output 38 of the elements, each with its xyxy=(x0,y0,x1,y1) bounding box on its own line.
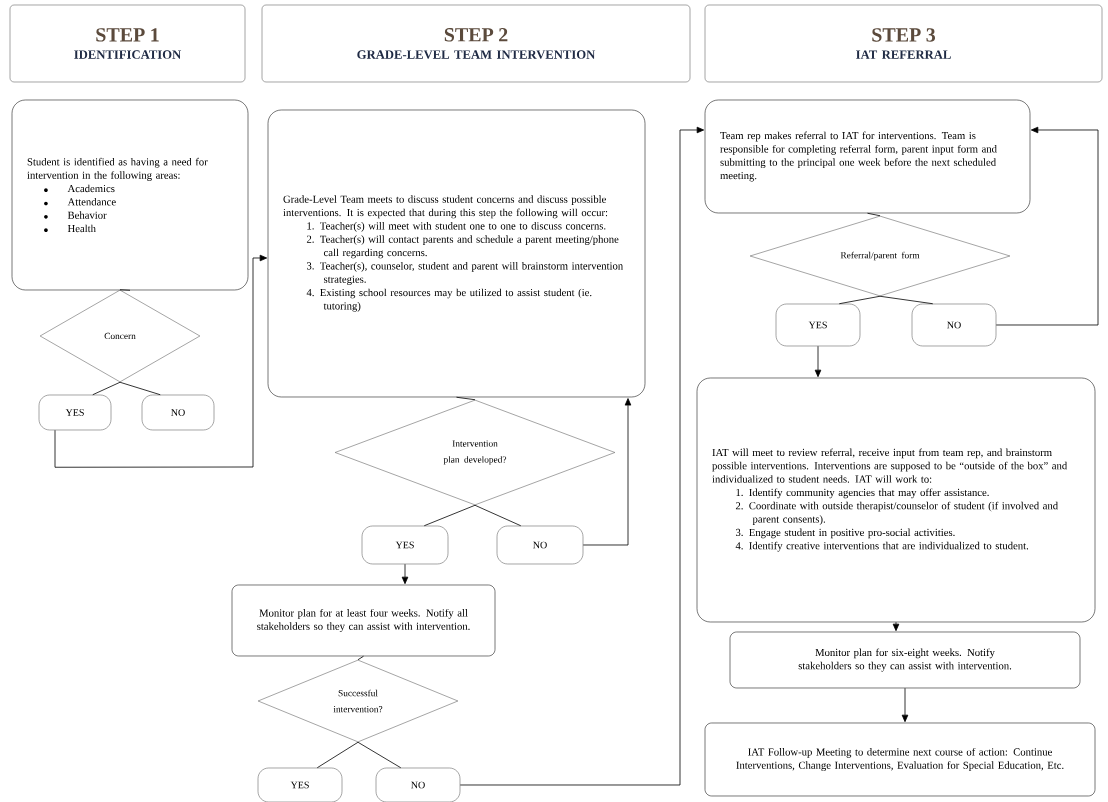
answer-box: YES xyxy=(361,525,449,565)
connector xyxy=(423,504,476,527)
answer-box: NO xyxy=(375,767,461,802)
connector xyxy=(316,741,359,769)
connector xyxy=(456,396,476,401)
connector xyxy=(892,621,900,632)
process-box: Monitor plan for six-eight weeks. Notify stakeholders so they can assist with intervention. xyxy=(729,631,1081,689)
answer-box: YES xyxy=(775,303,861,347)
connector xyxy=(54,254,268,468)
connector xyxy=(995,126,1099,326)
connector xyxy=(119,381,161,396)
process-box: Monitor plan for at least four weeks. Notify all stakeholders so they can assist with intervention. xyxy=(231,584,496,657)
connector xyxy=(401,563,409,585)
process-box: Team rep makes referral to IAT for interventions. Team is responsible for completing referral form, parent input form and submitting to the principal one week before the next scheduled meeting. xyxy=(704,99,1031,214)
answer-box: YES xyxy=(38,394,112,431)
connector xyxy=(459,126,705,786)
step-header-box: STEP 3 IAT REFERRAL xyxy=(704,4,1103,83)
answer-box: NO xyxy=(911,303,997,347)
connector xyxy=(838,295,881,305)
connector xyxy=(879,295,934,305)
process-box: Grade-Level Team meets to discuss student concerns and discuss possible interventions. It is expected that during this step the following will occur: 1. Teacher(s) will meet with student one to one to discuss concerns. 2. Teacher(s) will contact parents and schedule a parent meeting/phone call regarding concerns. 3. Teacher(s), counselor, student and parent will brainstorm intervention strategies. 4. Existing school resources may be utilized to assist student (ie. tutoring) xyxy=(267,109,646,398)
answer-box: YES xyxy=(257,767,343,802)
process-box: Student is identified as having a need for intervention in the following areas: Academics Attendance Behavior Health xyxy=(11,99,249,291)
connector xyxy=(901,687,909,723)
step-header-box: STEP 2 GRADE-LEVEL TEAM INTERVENTION xyxy=(261,4,691,83)
answer-box: NO xyxy=(496,525,584,565)
answer-box: NO xyxy=(141,394,215,431)
connector xyxy=(119,289,131,291)
process-box: IAT Follow-up Meeting to determine next course of action: Continue Interventions, Change Interventions, Evaluation for Special Education, Etc. xyxy=(704,722,1096,797)
process-box: IAT will meet to review referral, receive input from team rep, and brainstorm possible interventions. Interventions are supposed to be “outside of the box” and individualized to student needs. IAT will work to: 1. Identify community agencies that may offer assistance. 2. Coordinate with outside therapist/counselor of student (if involved and parent consents). 3. Engage student in positive pro-social activities. 4. Identify creative interventions that are individualized to student. xyxy=(696,377,1096,623)
connector xyxy=(582,398,632,546)
connector xyxy=(92,381,121,396)
connector xyxy=(867,212,881,217)
connector xyxy=(814,345,822,378)
connector xyxy=(474,504,522,527)
connector xyxy=(357,741,402,769)
connector xyxy=(357,655,364,661)
step-header-box: STEP 1 IDENTIFICATION xyxy=(9,4,246,83)
